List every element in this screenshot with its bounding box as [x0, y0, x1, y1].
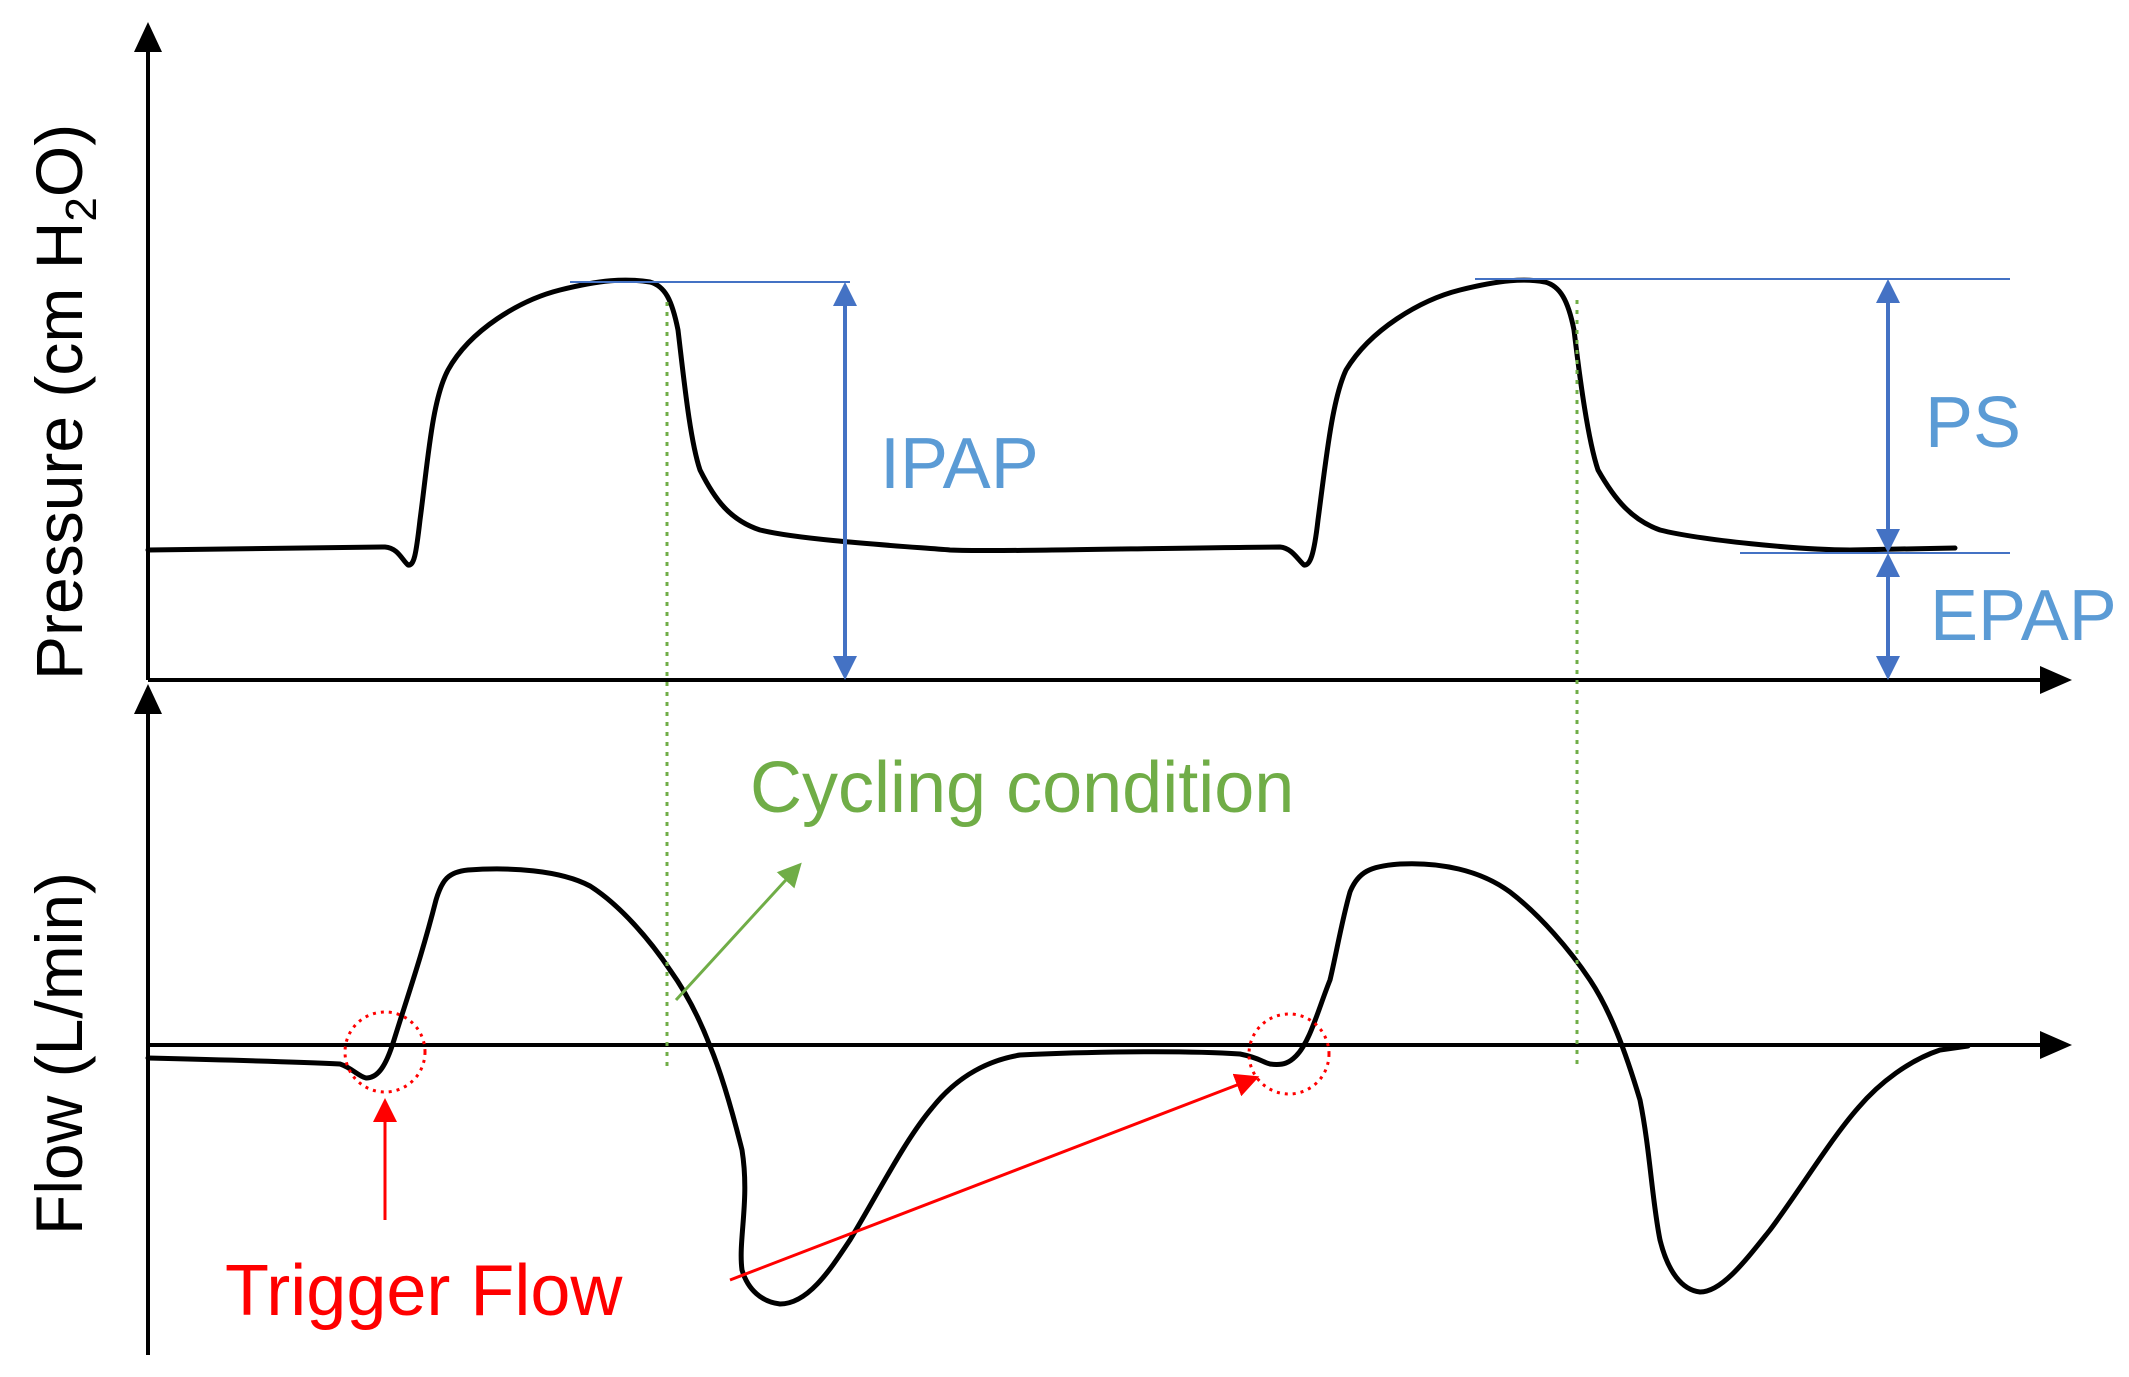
pressure-axis-title: Pressure (cm H2O) — [22, 124, 106, 680]
cycling-annotations: Cycling condition — [665, 300, 1579, 1070]
pressure-y-axis-arrowhead — [134, 22, 162, 52]
pressure-axis-title-main: Pressure (cm H — [22, 222, 96, 680]
ps-label: PS — [1925, 383, 2021, 463]
flow-y-axis-arrowhead — [134, 684, 162, 714]
trigger-circle-2 — [1247, 1012, 1331, 1096]
flow-curve — [145, 861, 1971, 1307]
pressure-curve — [145, 277, 1958, 568]
trigger-label: Trigger Flow — [225, 1251, 623, 1331]
ipap-label: IPAP — [880, 424, 1039, 504]
flow-axes — [134, 684, 2072, 1355]
pressure-axes — [134, 22, 2072, 694]
pressure-annotations: IPAP PS EPAP — [570, 278, 2117, 680]
trigger-circle-1 — [343, 1010, 427, 1094]
trigger-arrow-diagonal — [729, 1073, 1260, 1282]
trigger-annotations: Trigger Flow — [225, 1010, 1331, 1331]
epap-label: EPAP — [1930, 576, 2117, 656]
pressure-axis-title-subscript: 2 — [57, 197, 106, 221]
flow-x-axis-arrowhead — [2040, 1031, 2072, 1059]
cycling-arrow — [674, 862, 802, 1002]
cycling-label: Cycling condition — [750, 748, 1294, 828]
flow-axis-title: Flow (L/min) — [22, 872, 96, 1235]
pressure-axis-title-end: O) — [22, 124, 96, 197]
pressure-x-axis-arrowhead — [2040, 666, 2072, 694]
